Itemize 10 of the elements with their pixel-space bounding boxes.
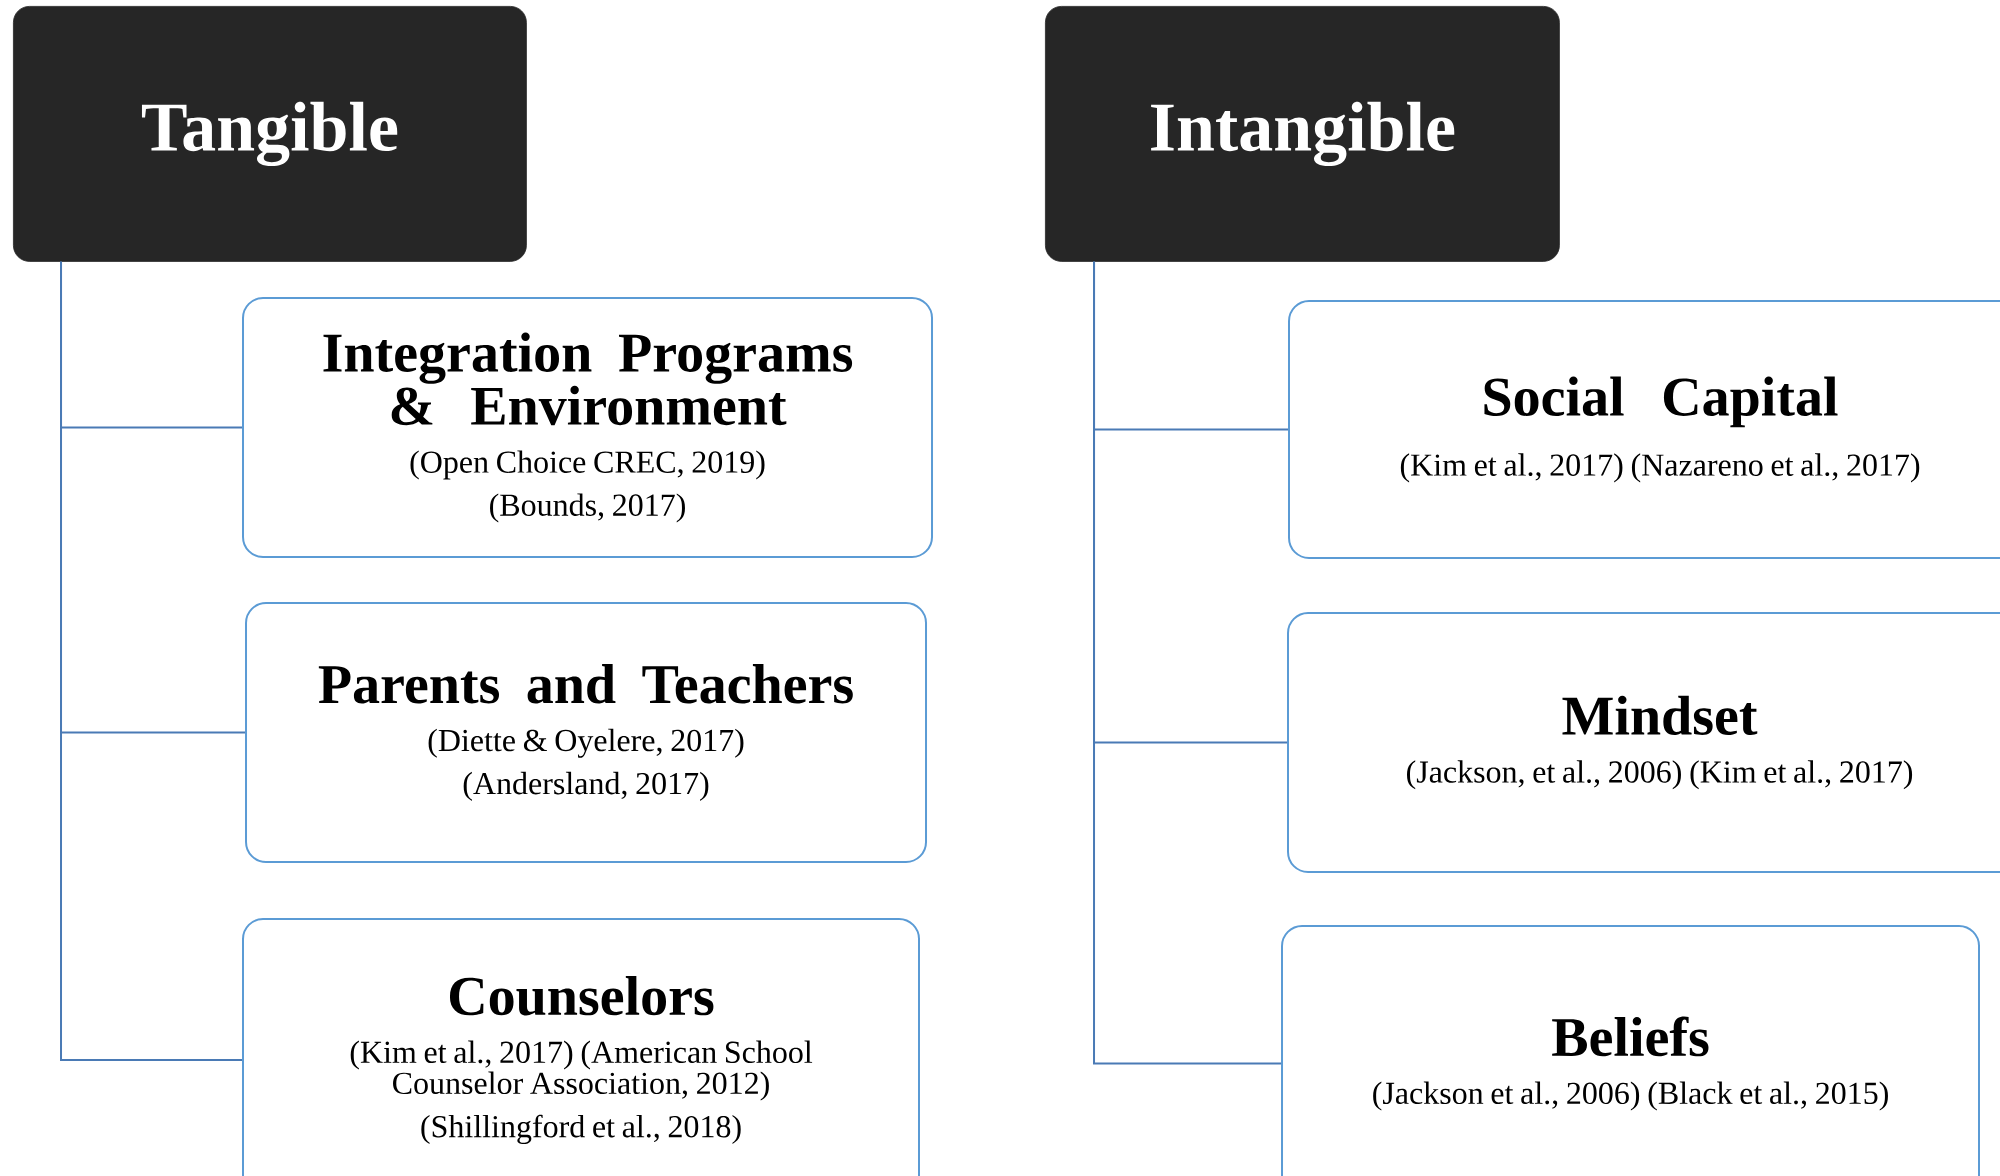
topic-box: Social Capital (Kim et al., 2017) (Nazareno et al., 2017) [1288, 300, 2000, 559]
connector-line [60, 260, 243, 1061]
connector-line [1093, 260, 1282, 1065]
category-box: Tangible [13, 6, 527, 262]
topic-box: Mindset (Jackson, et al., 2006) (Kim et al., 2017) [1287, 612, 2000, 873]
topic-box: Beliefs (Jackson et al., 2006) (Black et al., 2015) [1281, 925, 1980, 1176]
topic-box: Integration Programs & Environment (Open Choice CREC, 2019) (Bounds, 2017) [242, 297, 933, 558]
topic-box: Parents and Teachers (Diette & Oyelere, 2017) (Andersland, 2017) [245, 602, 927, 863]
topic-box: Counselors (Kim et al., 2017) (American School Counselor Association, 2012) (Shillingford et al., 2018) [242, 918, 920, 1176]
category-box: Intangible [1045, 6, 1560, 262]
